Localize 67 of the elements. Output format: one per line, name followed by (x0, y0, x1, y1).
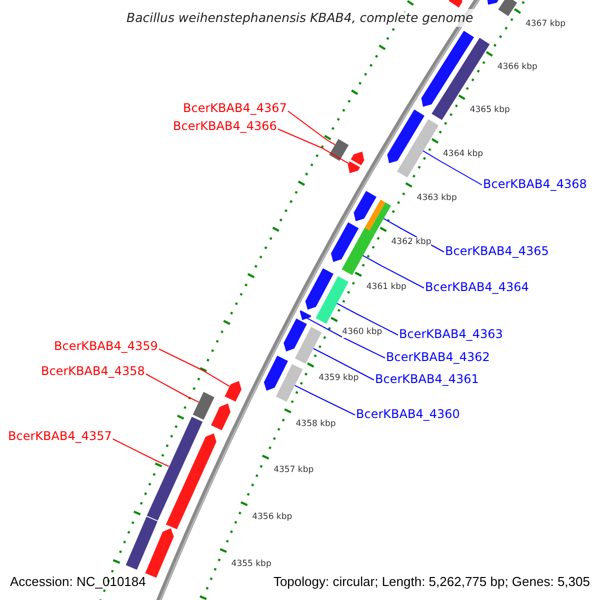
leader-line (112, 438, 170, 467)
gene-feature (316, 276, 348, 324)
gene-label: BcerKBAB4_4367 (183, 101, 287, 115)
gene-label: BcerKBAB4_4358 (41, 364, 145, 378)
gene-label: BcerKBAB4_4364 (425, 280, 529, 294)
gene-label: BcerKBAB4_4368 (483, 177, 587, 191)
gene-feature (276, 364, 303, 402)
gene-feature (211, 404, 230, 430)
leader-line (312, 348, 374, 380)
gene-feature (342, 228, 375, 276)
leader-line (336, 302, 398, 336)
gene-feature (166, 433, 216, 530)
scale-label: 4358 kbp (296, 418, 336, 430)
gene-label: BcerKBAB4_4363 (399, 327, 503, 341)
gene-feature (145, 528, 174, 578)
title-text: Bacillus weihenstephanensis KBAB4, complete genome (124, 9, 476, 27)
gene-label: BcerKBAB4_4357 (8, 429, 112, 443)
gene-feature (498, 0, 518, 16)
leader-line (287, 110, 336, 146)
gene-label: BcerKBAB4_4360 (356, 407, 460, 421)
gene-feature (329, 139, 349, 161)
leader-line (294, 384, 356, 416)
scale-label: 4360 kbp (342, 327, 382, 338)
gene-feature (264, 356, 288, 391)
gene-label: BcerKBAB4_4361 (375, 372, 479, 386)
scale-label: 4355 kbp (231, 558, 272, 570)
gene-label: BcerKBAB4_4366 (173, 119, 277, 133)
leader-line (145, 374, 200, 403)
gene-feature (486, 0, 500, 5)
gene-feature (350, 152, 364, 166)
scale-label: 4364 kbp (443, 148, 484, 160)
gene-feature (224, 381, 242, 402)
scale-label: 4367 kbp (525, 19, 566, 30)
leader-line (362, 255, 424, 288)
scale-label: 4362 kbp (391, 237, 432, 248)
scale-label: 4363 kbp (416, 192, 457, 204)
gene-feature (348, 161, 360, 174)
scale-label: 4359 kbp (318, 372, 359, 384)
gene-feature (146, 416, 203, 520)
footer-text: Accession: NC_010184 (10, 574, 146, 590)
gene-feature (397, 119, 439, 178)
gene-feature (305, 268, 334, 310)
gene-label: BcerKBAB4_4359 (54, 339, 158, 353)
gene-label: BcerKBAB4_4365 (445, 244, 549, 258)
gene-feature (364, 200, 386, 232)
gene-feature (369, 202, 392, 234)
gene-feature (331, 222, 359, 262)
gene-feature (354, 190, 376, 222)
scale-label: 4361 kbp (366, 282, 406, 294)
leader-line (277, 128, 349, 164)
leader-line (158, 348, 230, 387)
leader-line (304, 316, 386, 358)
leader-line (422, 150, 482, 186)
gene-feature (126, 516, 158, 570)
scale-label: 4365 kbp (470, 105, 510, 116)
gene-feature (387, 110, 424, 164)
gene-feature (294, 326, 322, 364)
gene-feature (421, 30, 474, 107)
gene-label: BcerKBAB4_4362 (386, 350, 490, 364)
gene-feature (300, 310, 312, 320)
gene-feature (284, 318, 307, 352)
gene-feature (432, 38, 490, 120)
footer-text: Topology: circular; Length: 5,262,775 bp; Genes: 5,305 (273, 574, 590, 590)
scale-label: 4357 kbp (274, 465, 314, 476)
scale-label: 4356 kbp (252, 512, 292, 523)
gene-feature (192, 392, 214, 420)
scale-label: 4366 kbp (497, 62, 538, 73)
